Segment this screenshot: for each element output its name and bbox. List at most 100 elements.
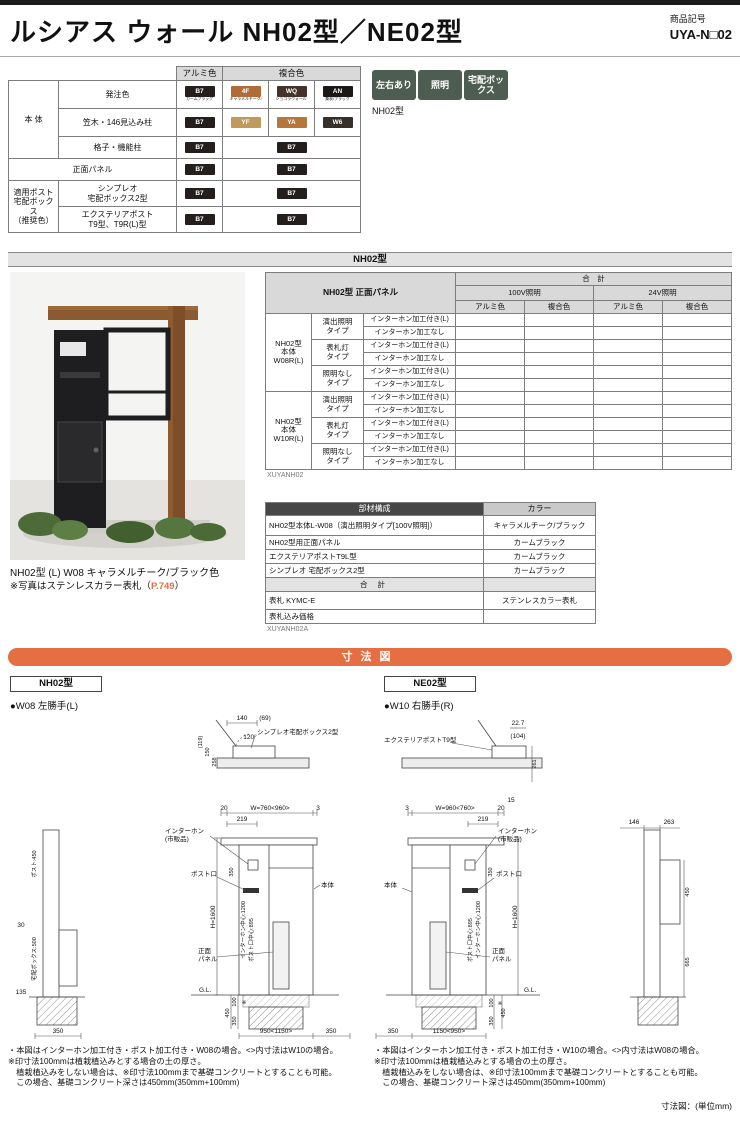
price-cell bbox=[662, 404, 732, 418]
dim-label: 219 bbox=[237, 816, 248, 823]
dim-label: 350 bbox=[326, 1028, 337, 1035]
price-cell bbox=[593, 443, 663, 457]
color-cell: B7 bbox=[222, 180, 361, 207]
price-cell bbox=[455, 430, 525, 444]
table-code: XUYANH02 bbox=[267, 472, 304, 479]
body-label: 本体 bbox=[321, 880, 335, 889]
greenery bbox=[18, 512, 226, 543]
parts-table: 部材構成 カラー NH02型本体L-W08（演出照明タイプ[100V照明]）キャ… bbox=[265, 502, 596, 624]
unit-note: 寸法図：(単位mm) bbox=[661, 1101, 732, 1111]
dim-label: 30 bbox=[17, 922, 25, 929]
color-cell: W6 bbox=[314, 108, 361, 137]
price-cell bbox=[662, 365, 732, 379]
note-line: 植栽植込みをしない場合は、※印寸法100mmまで基礎コンクリートとすることも可能… bbox=[8, 1067, 337, 1077]
price-cell bbox=[455, 378, 525, 392]
dim-label: 219 bbox=[478, 816, 489, 823]
dim-label: 3 bbox=[405, 805, 409, 812]
parts-row-name: NH02型用正面パネル bbox=[265, 535, 484, 550]
price-cell bbox=[662, 456, 732, 470]
dimension-lines bbox=[375, 727, 685, 1039]
price-cell bbox=[524, 391, 594, 405]
price-cell bbox=[662, 378, 732, 392]
spec-24v-header: 24V照明 bbox=[593, 285, 732, 301]
side-view bbox=[630, 829, 686, 1026]
note-line: ※印寸法100mmは植栽植込みとする場合の土の厚さ。 bbox=[8, 1056, 206, 1066]
interphone-label: (市販品) bbox=[498, 834, 522, 843]
price-cell bbox=[524, 430, 594, 444]
spec-ip-with: インターホン加工付き(L) bbox=[363, 313, 456, 327]
dim-label: 350 bbox=[388, 1028, 399, 1035]
spec-type: 表札灯 タイプ bbox=[311, 417, 364, 444]
dimension-lines bbox=[34, 720, 351, 1039]
color-cell: YF bbox=[222, 108, 269, 137]
note-line: 植栽植込みをしない場合は、※印寸法100mmまで基礎コンクリートとすることも可能… bbox=[374, 1067, 703, 1077]
front-panel-label: パネル bbox=[492, 955, 512, 963]
empty-corner bbox=[9, 67, 177, 81]
price-cell bbox=[593, 417, 663, 431]
dim-label: (69) bbox=[259, 715, 271, 722]
spec-ip-with: インターホン加工付き(L) bbox=[363, 417, 456, 431]
price-cell bbox=[455, 326, 525, 340]
price-cell bbox=[524, 313, 594, 327]
color-chip-label: ショコラウォールナット/ブラック bbox=[275, 97, 308, 102]
price-cell bbox=[455, 339, 525, 353]
color-cell: B7 bbox=[176, 108, 223, 137]
parts-row-color: ステンレスカラー表札 bbox=[483, 591, 596, 610]
color-cell: B7 bbox=[176, 158, 223, 181]
price-cell bbox=[524, 378, 594, 392]
price-cell bbox=[662, 443, 732, 457]
ground-line-label: G.L. bbox=[524, 987, 536, 994]
spec-type: 演出照明 タイプ bbox=[311, 391, 364, 418]
dim-label: ポスト:450 bbox=[31, 850, 38, 877]
col-header-alumi: アルミ色 bbox=[176, 66, 223, 81]
interphone-label: (市販品) bbox=[165, 834, 189, 843]
spec-ip-with: インターホン加工付き(L) bbox=[363, 443, 456, 457]
parts-row-name: シンプレオ 宅配ボックス2型 bbox=[265, 563, 484, 578]
color-cell: B7 bbox=[222, 158, 361, 181]
body-label: 本体 bbox=[384, 880, 398, 889]
post-slot-label: ポスト口 bbox=[496, 870, 522, 878]
spec-type: 照明なし タイプ bbox=[311, 365, 364, 392]
dim-label: 1150<950> bbox=[433, 1028, 466, 1035]
color-cell: B7 bbox=[176, 206, 223, 233]
dim-label: W=760<960> bbox=[250, 805, 289, 812]
dim-label: 22.7 bbox=[512, 720, 525, 727]
caption-note-text: ） bbox=[174, 581, 185, 592]
product-code: UYA-N□02 bbox=[669, 27, 732, 42]
dimension-section-bar: 寸法図 bbox=[8, 648, 732, 666]
dim-label: 350 bbox=[229, 867, 235, 876]
dim-label: 140 bbox=[237, 715, 248, 722]
note-line: この場合、基礎コンクリート深さは450mm(350mm+100mm) bbox=[8, 1078, 240, 1088]
page-reference-link[interactable]: P.749 bbox=[150, 581, 175, 592]
nameplate bbox=[60, 342, 86, 356]
price-cell bbox=[593, 339, 663, 353]
price-cell bbox=[524, 417, 594, 431]
price-cell bbox=[524, 456, 594, 470]
price-cell bbox=[455, 404, 525, 418]
color-chip-label: 桑炭/ブラック bbox=[325, 97, 350, 102]
dim-label: ポスト口中心:895 bbox=[247, 918, 255, 962]
badge-delivery-box: 宅配ボックス bbox=[464, 70, 508, 100]
price-cell bbox=[593, 352, 663, 366]
dim-label: 450 bbox=[685, 887, 691, 896]
color-chip-an: AN bbox=[322, 86, 353, 98]
spec-left-header: NH02型 正面パネル bbox=[265, 272, 456, 314]
price-cell bbox=[662, 417, 732, 431]
dim-label: 350 bbox=[488, 867, 494, 876]
badge-left-right: 左右あり bbox=[372, 70, 416, 100]
price-cell bbox=[593, 430, 663, 444]
price-cell bbox=[524, 443, 594, 457]
color-chip-b7: B7 bbox=[184, 188, 215, 200]
note-line: この場合、基礎コンクリート深さは450mm(350mm+100mm) bbox=[374, 1078, 606, 1088]
front-elevation bbox=[407, 837, 505, 996]
color-cell: B7 bbox=[176, 180, 223, 207]
page-title: ルシアス ウォール NH02型／NE02型 bbox=[10, 17, 463, 47]
row-label-simpleo: シンプレオ 宅配ボックス2型 bbox=[58, 180, 177, 207]
price-cell bbox=[662, 339, 732, 353]
foundation bbox=[386, 994, 540, 1030]
plan-view bbox=[401, 719, 543, 782]
spec-ip-without: インターホン加工なし bbox=[363, 326, 456, 340]
foundation bbox=[191, 994, 339, 1030]
row-group-post: 適用ポスト 宅配ボックス （推奨色） bbox=[8, 180, 59, 233]
